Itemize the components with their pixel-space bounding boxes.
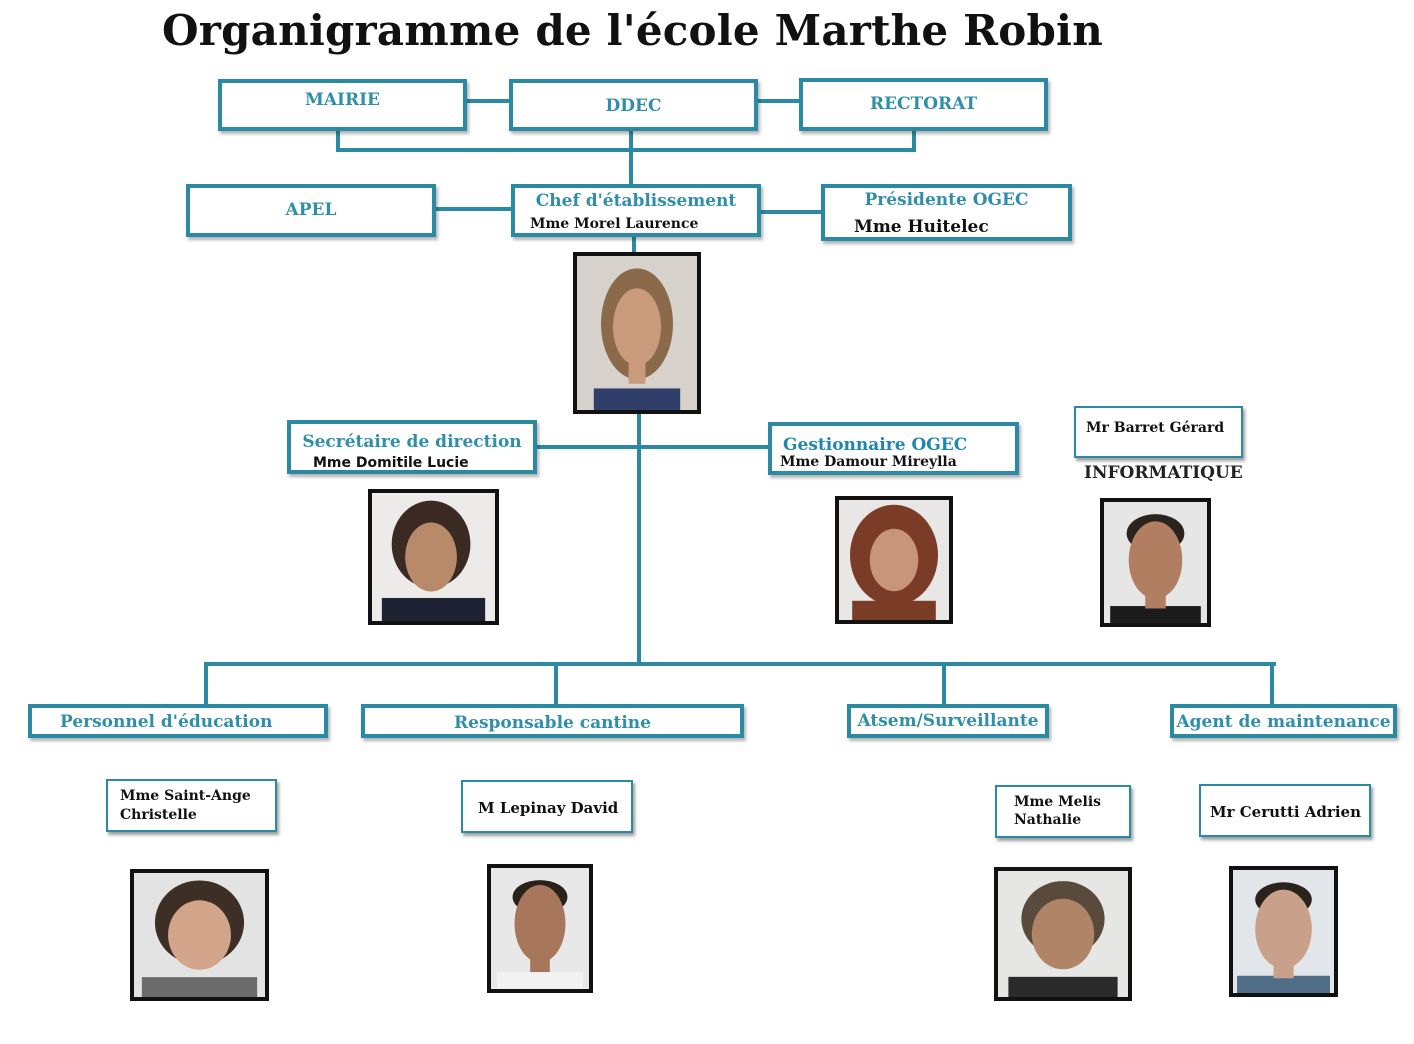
maintenance-staff-photo — [1229, 866, 1338, 997]
atsem-staff-box: Mme Melis Nathalie — [995, 785, 1131, 838]
informatique-name: Mr Barret Gérard — [1086, 420, 1225, 436]
connector-atsem-drop — [942, 662, 946, 706]
atsem-label: Atsem/Surveillante — [857, 711, 1039, 731]
secretaire-box: Secrétaire de direction Mme Domitile Luc… — [287, 420, 537, 474]
connector-apel-chef — [435, 207, 513, 211]
maintenance-staff-box: Mr Cerutti Adrien — [1199, 784, 1371, 837]
cantine-staff-box: M Lepinay David — [461, 780, 633, 833]
connector-cantine-drop — [554, 662, 558, 706]
informatique-caption: INFORMATIQUE — [1084, 463, 1243, 483]
rectorat-box: RECTORAT — [799, 78, 1048, 131]
informatique-photo — [1100, 498, 1211, 627]
cantine-box: Responsable cantine — [361, 704, 744, 738]
portrait-icon — [134, 873, 265, 997]
connector-mairie-ddec — [466, 99, 510, 103]
maintenance-box: Agent de maintenance — [1170, 704, 1397, 738]
gestionnaire-name: Mme Damour Mireylla — [780, 454, 957, 470]
portrait-icon — [839, 500, 949, 620]
portrait-icon — [1233, 870, 1334, 993]
connector-bottom-bus — [204, 662, 1276, 666]
ogec-president-name: Mme Huitelec — [854, 217, 989, 237]
education-staff-name-line2: Christelle — [120, 807, 197, 823]
connector-middle-bus — [536, 445, 770, 449]
ddec-label: DDEC — [605, 96, 662, 116]
connector-ddec-chef — [629, 129, 633, 186]
ddec-box: DDEC — [509, 79, 758, 131]
cantine-staff-photo — [487, 864, 593, 993]
ogec-president-role-label: Présidente OGEC — [864, 190, 1029, 210]
portrait-icon — [491, 868, 589, 989]
connector-top-bus — [336, 148, 916, 152]
mairie-label: MAIRIE — [305, 90, 380, 110]
gestionnaire-role-label: Gestionnaire OGEC — [783, 435, 968, 455]
rectorat-label: RECTORAT — [869, 94, 978, 114]
chef-photo — [573, 252, 701, 414]
chef-role-label: Chef d'établissement — [535, 191, 737, 211]
education-staff-photo — [130, 869, 269, 1001]
page-title: Organigramme de l'école Marthe Robin — [162, 6, 1103, 55]
informatique-box: Mr Barret Gérard — [1074, 406, 1243, 458]
connector-chef-ogec — [759, 210, 823, 214]
secretaire-photo — [368, 489, 499, 625]
maintenance-label: Agent de maintenance — [1176, 712, 1391, 732]
mairie-box: MAIRIE — [218, 79, 467, 131]
secretaire-name: Mme Domitile Lucie — [313, 455, 469, 471]
education-label: Personnel d'éducation — [60, 712, 273, 732]
connector-mairie-drop — [336, 129, 340, 150]
portrait-icon — [577, 256, 697, 410]
connector-ddec-rectorat — [757, 99, 800, 103]
education-staff-name-line1: Mme Saint-Ange — [120, 788, 251, 804]
portrait-icon — [372, 493, 495, 621]
chef-box: Chef d'établissement Mme Morel Laurence — [511, 184, 761, 237]
portrait-icon — [998, 871, 1128, 997]
atsem-box: Atsem/Surveillante — [847, 704, 1049, 738]
atsem-staff-photo — [994, 867, 1132, 1001]
connector-main-trunk — [637, 412, 641, 665]
cantine-label: Responsable cantine — [454, 713, 651, 733]
connector-rectorat-drop — [912, 129, 916, 150]
education-staff-box: Mme Saint-Ange Christelle — [106, 779, 277, 832]
connector-maintenance-drop — [1270, 662, 1274, 706]
apel-box: APEL — [186, 184, 436, 237]
atsem-staff-name-line2: Nathalie — [1014, 812, 1082, 828]
ogec-president-box: Présidente OGEC Mme Huitelec — [821, 184, 1072, 241]
connector-chef-photo — [632, 234, 636, 254]
portrait-icon — [1104, 502, 1207, 623]
connector-education-drop — [204, 662, 208, 706]
maintenance-staff-name: Mr Cerutti Adrien — [1210, 803, 1361, 821]
cantine-staff-name: M Lepinay David — [478, 799, 619, 817]
secretaire-role-label: Secrétaire de direction — [302, 432, 522, 452]
gestionnaire-photo — [835, 496, 953, 624]
chef-name: Mme Morel Laurence — [530, 216, 699, 232]
apel-label: APEL — [285, 200, 337, 220]
atsem-staff-name-line1: Mme Melis — [1014, 794, 1102, 810]
gestionnaire-box: Gestionnaire OGEC Mme Damour Mireylla — [768, 422, 1019, 475]
education-box: Personnel d'éducation — [28, 704, 328, 738]
